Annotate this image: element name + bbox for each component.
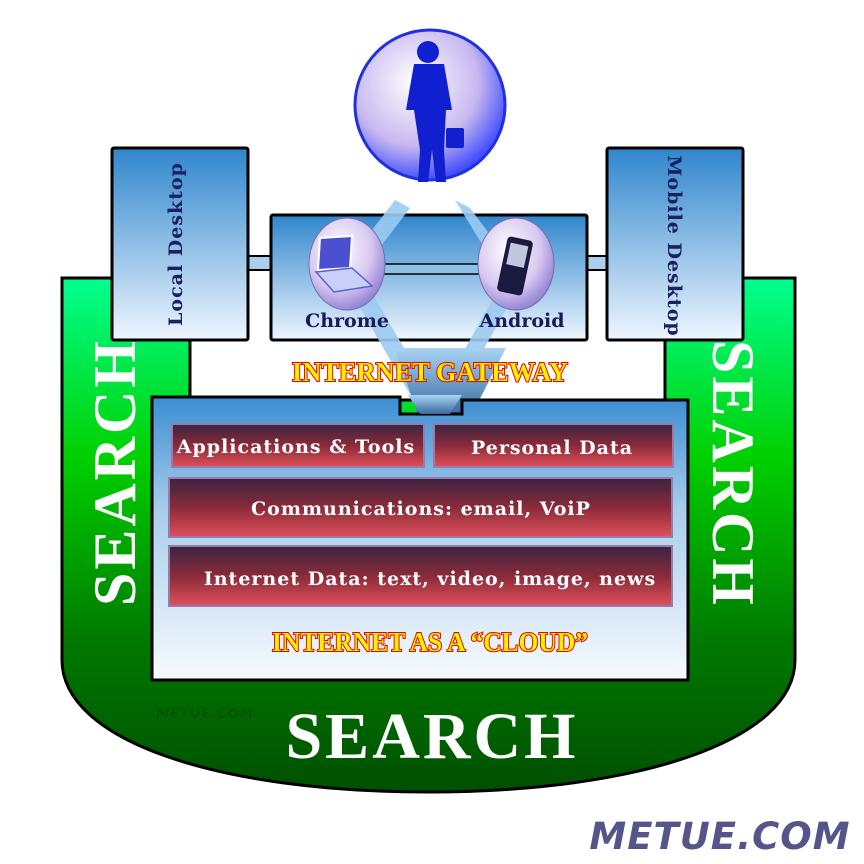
communications-bar: [168, 477, 673, 538]
search-left-label: SEARCH: [82, 338, 148, 606]
search-right-label: SEARCH: [700, 340, 766, 608]
android-label: Android: [478, 310, 564, 332]
internet-data-bar: [168, 545, 673, 607]
applications-tools-bar: [171, 423, 425, 468]
local-desktop-box: [110, 146, 250, 342]
watermark: METUE.COM: [156, 707, 254, 722]
laptop-icon: [314, 234, 374, 293]
phone-icon: [497, 236, 533, 296]
footer-brand: METUE.COM: [589, 815, 850, 858]
internet-cloud-label: INTERNET AS A “CLOUD”: [272, 627, 588, 657]
search-bottom-label: SEARCH: [285, 700, 578, 773]
chrome-label: Chrome: [305, 310, 389, 332]
gateway-funnel-tip: [408, 395, 462, 414]
personal-data-label: Personal Data: [471, 437, 633, 459]
mobile-desktop-label: Mobile Desktop: [663, 155, 685, 336]
mobile-desktop-box: [605, 146, 745, 342]
applications-tools-label: Applications & Tools: [176, 436, 415, 458]
communications-label: Communications: email, VoiP: [251, 498, 591, 520]
businessman-icon: [406, 41, 464, 182]
local-desktop-label: Local Desktop: [165, 162, 187, 326]
internet-data-label: Internet Data: text, video, image, news: [204, 568, 656, 590]
personal-data-bar: [433, 423, 674, 468]
internet-gateway-label: INTERNET GATEWAY: [292, 357, 568, 387]
connector-right: [584, 255, 610, 271]
